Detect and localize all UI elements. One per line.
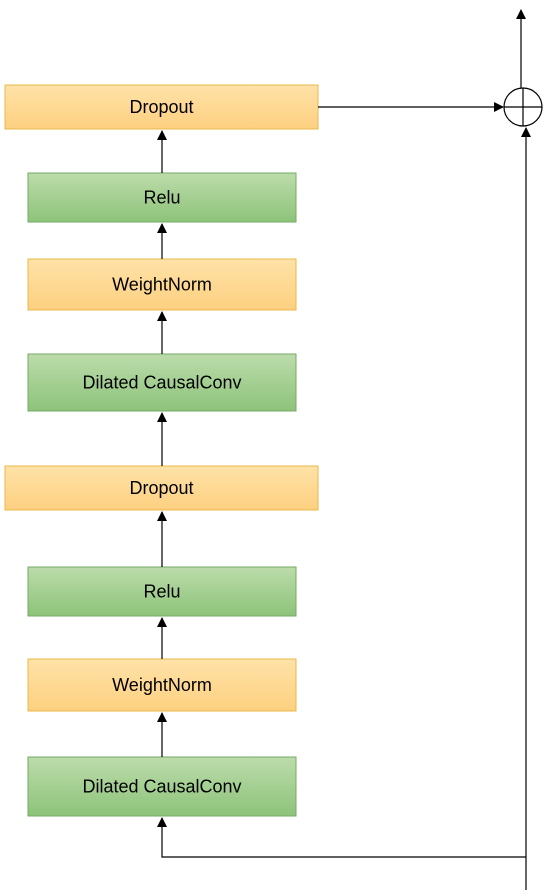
block-weightnorm-bottom-label: WeightNorm (112, 675, 212, 695)
block-conv-top: Dilated CausalConv (27, 353, 297, 412)
input-path (157, 817, 527, 890)
block-weightnorm-top-label: WeightNorm (112, 275, 212, 295)
block-relu-bottom-label: Relu (143, 582, 180, 602)
block-weightnorm-top: WeightNorm (27, 258, 297, 311)
block-dropout-bottom-label: Dropout (129, 478, 193, 498)
block-conv-top-label: Dilated CausalConv (82, 373, 241, 393)
block-dropout-top: Dropout (4, 84, 319, 130)
block-dropout-bottom: Dropout (4, 465, 319, 511)
sum-node (503, 87, 543, 127)
block-conv-bottom: Dilated CausalConv (27, 756, 297, 817)
block-dropout-top-label: Dropout (129, 97, 193, 117)
block-relu-top-label: Relu (143, 188, 180, 208)
block-conv-bottom-label: Dilated CausalConv (82, 777, 241, 797)
block-relu-bottom: Relu (27, 566, 297, 617)
block-weightnorm-bottom: WeightNorm (27, 658, 297, 712)
block-relu-top: Relu (27, 172, 297, 223)
